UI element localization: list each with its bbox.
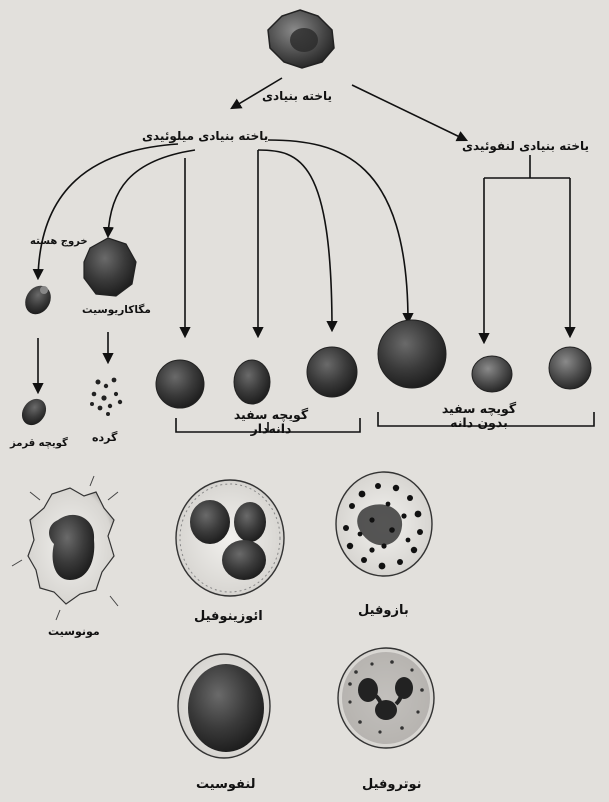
lymphocyte-label: لنفوسیت: [196, 778, 256, 793]
megakaryocyte-image: [84, 238, 136, 296]
eosinophil-image: [176, 480, 284, 596]
nucleus-exit-label: خروج هسته: [30, 236, 88, 248]
granular-wbc-line1: گویچه سفید: [216, 408, 326, 422]
granular-precursor-1-image: [156, 360, 204, 408]
monocyte-label: مونوسیت: [48, 626, 100, 639]
agranular-precursor-3-image: [549, 347, 591, 389]
platelets-image: [90, 378, 122, 416]
stem-cell-image: [268, 10, 334, 68]
basophil-label: بازوفیل: [358, 604, 409, 619]
granular-wbc-line2: دانه‌دار: [216, 422, 326, 436]
lymphoid-stem-label: یاخته بنیادی لنفوئیدی: [462, 140, 589, 154]
lymphocyte-image: [178, 654, 270, 758]
agranular-wbc-line1: گویچه سفید: [424, 402, 534, 416]
neutrophil-label: نوتروفیل: [362, 778, 422, 793]
red-cell-label: گویچه قرمز: [10, 438, 68, 450]
agranular-wbc-line2: بدون دانه: [424, 416, 534, 430]
granular-wbc-label: گویچه سفید دانه‌دار: [216, 408, 326, 437]
basophil-image: [336, 472, 432, 576]
granular-precursor-2-image: [234, 360, 270, 404]
agranular-wbc-label: گویچه سفید بدون دانه: [424, 402, 534, 431]
granular-precursor-3-image: [307, 347, 357, 397]
stem-cell-label: یاخته بنیادی: [262, 90, 332, 104]
agranular-precursor-1-image: [378, 320, 446, 388]
monocyte-image: [12, 476, 118, 620]
platelets-label: گرده: [92, 432, 117, 445]
red-blood-cell-image: [17, 394, 51, 430]
agranular-precursor-2-image: [472, 356, 512, 392]
megakaryocyte-label: مگاکاریوسیت: [82, 304, 151, 316]
myeloid-stem-label: یاخته بنیادی میلوئیدی: [142, 130, 268, 144]
eosinophil-label: ائوزینوفیل: [194, 610, 263, 625]
neutrophil-image: [338, 648, 434, 748]
nucleus-fragment-image: [20, 281, 56, 319]
